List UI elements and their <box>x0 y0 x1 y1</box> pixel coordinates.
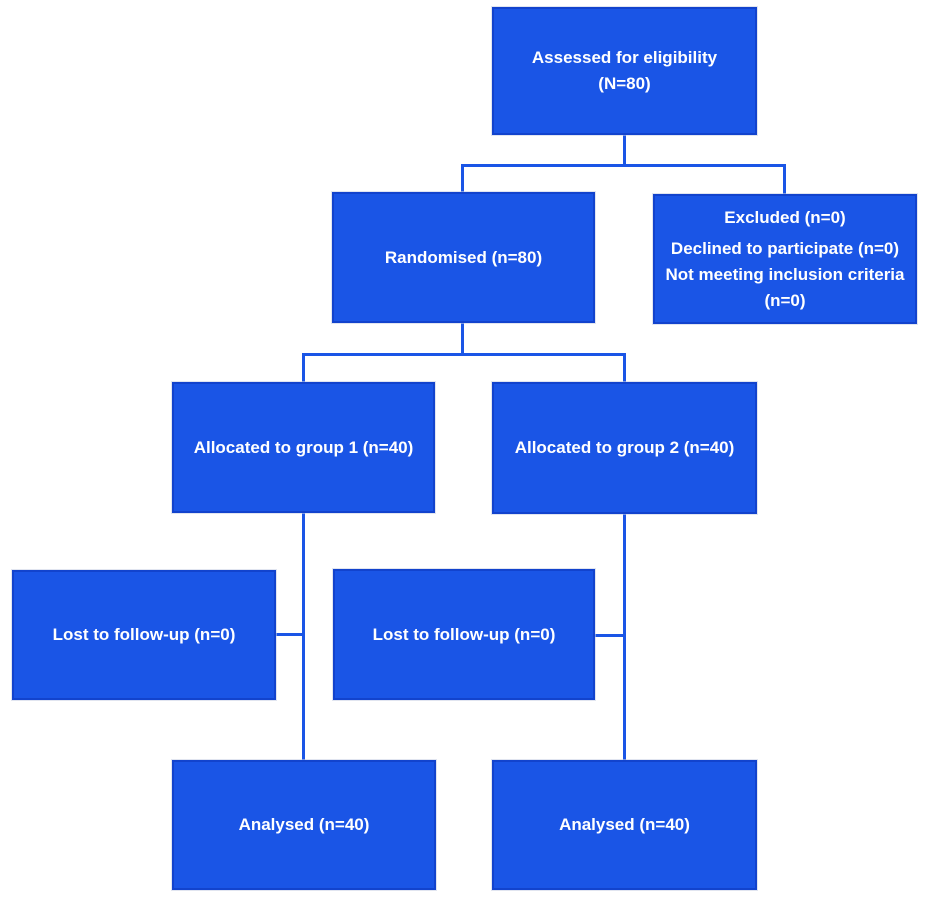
box-excluded: Excluded (n=0) Declined to participate (… <box>653 194 917 324</box>
connector-branch-top-horizontal <box>461 164 786 167</box>
connector-to-excluded <box>783 164 786 194</box>
connector-lost1-stub <box>276 633 305 636</box>
connector-group2-to-analysed <box>623 514 626 760</box>
connector-to-allocated-group2 <box>623 353 626 382</box>
connector-to-allocated-group1 <box>302 353 305 382</box>
box-text-line: Lost to follow-up (n=0) <box>52 625 236 644</box>
box-analysed-2: Analysed (n=40) <box>492 760 757 890</box>
box-text-line: Analysed (n=40) <box>238 815 370 834</box>
connector-randomised-down <box>461 323 464 356</box>
box-text-line: Not meeting inclusion criteria (n=0) <box>665 264 905 310</box>
box-text-line: (N=80) <box>598 74 651 93</box>
box-randomised: Randomised (n=80) <box>332 192 595 323</box>
box-allocated-group-2: Allocated to group 2 (n=40) <box>492 382 757 514</box>
box-text-line: Assessed for eligibility <box>531 48 718 67</box>
box-lost-to-followup-2: Lost to follow-up (n=0) <box>333 569 595 700</box>
connector-lost2-stub <box>595 634 626 637</box>
connector-group1-to-analysed <box>302 513 305 760</box>
connector-to-randomised <box>461 164 464 192</box>
box-text-line: Allocated to group 2 (n=40) <box>514 438 735 457</box>
box-text-line: Lost to follow-up (n=0) <box>372 624 556 644</box>
connector-branch-allocation-horizontal <box>302 353 626 356</box>
box-text-line: Randomised (n=80) <box>384 247 543 267</box>
box-lost-to-followup-1: Lost to follow-up (n=0) <box>12 570 276 700</box>
box-analysed-1: Analysed (n=40) <box>172 760 436 890</box>
box-assessed-for-eligibility: Assessed for eligibility (N=80) <box>492 7 757 135</box>
box-text-line: Excluded (n=0) <box>724 207 846 227</box>
connector-assessed-down <box>623 135 626 166</box>
box-text-line: Analysed (n=40) <box>559 815 690 834</box>
box-text-line: Declined to participate (n=0) <box>670 238 900 258</box>
box-allocated-group-1: Allocated to group 1 (n=40) <box>172 382 435 513</box>
box-text-line: Allocated to group 1 (n=40) <box>193 437 414 457</box>
